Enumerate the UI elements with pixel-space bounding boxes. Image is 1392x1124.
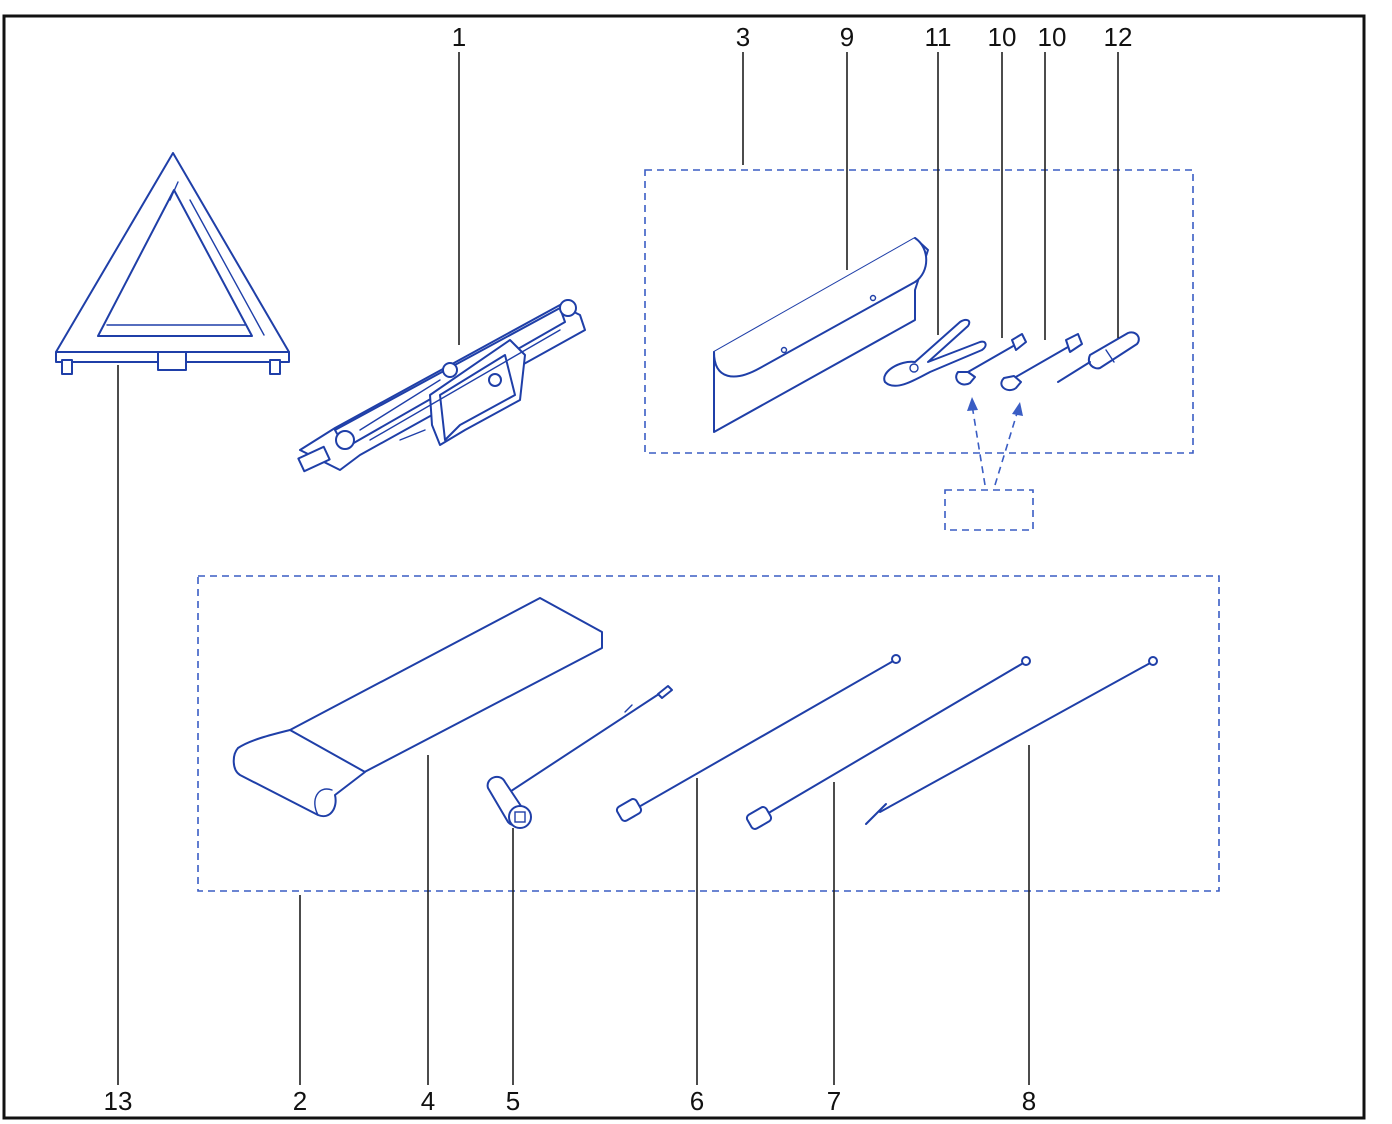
wrench-large-illustration <box>1000 333 1083 392</box>
callout-1: 1 <box>452 22 466 52</box>
callout-4: 4 <box>421 1086 435 1116</box>
detail-arrows <box>967 397 1023 486</box>
pliers-illustration <box>883 318 987 387</box>
wrench-small-illustration <box>955 333 1027 386</box>
callout-10a: 10 <box>988 22 1017 52</box>
scissor-jack-illustration <box>297 299 586 473</box>
screwdriver-illustration <box>1057 331 1140 383</box>
small-tool-pouch-illustration <box>713 237 929 433</box>
callout-9: 9 <box>840 22 854 52</box>
callout-3: 3 <box>736 22 750 52</box>
wrench-detail-box <box>944 489 1034 531</box>
callout-13: 13 <box>104 1086 133 1116</box>
warning-triangle-illustration <box>55 152 290 375</box>
callout-10b: 10 <box>1038 22 1067 52</box>
callout-8: 8 <box>1022 1086 1036 1116</box>
extension-bar-1-illustration <box>615 654 901 822</box>
wheel-tools-group-box <box>197 575 1220 892</box>
small-tools-group-box <box>644 169 1194 454</box>
callout-6: 6 <box>690 1086 704 1116</box>
callout-7: 7 <box>827 1086 841 1116</box>
t-handle-rod-illustration <box>865 656 1158 825</box>
leader-lines <box>117 52 1119 1085</box>
callout-12: 12 <box>1104 22 1133 52</box>
callout-11: 11 <box>925 22 952 52</box>
callout-5: 5 <box>506 1086 520 1116</box>
extension-bar-2-illustration <box>745 656 1031 830</box>
callout-2: 2 <box>293 1086 307 1116</box>
tool-bag-illustration <box>232 597 603 818</box>
diagram-frame <box>2 14 1366 1120</box>
wheel-brace-illustration <box>486 685 673 829</box>
